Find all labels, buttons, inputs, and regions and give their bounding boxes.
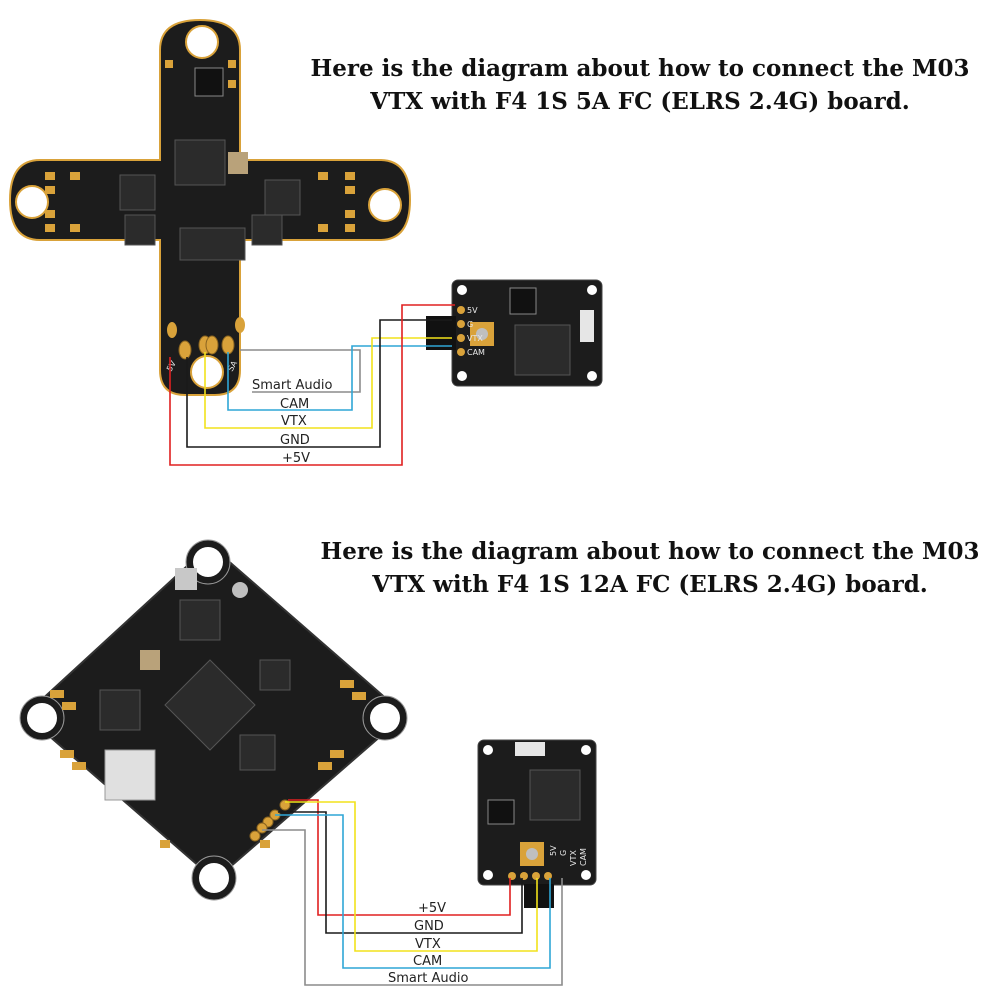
bottom-label-cam: CAM bbox=[413, 954, 442, 969]
vtx-bottom-pad-label-vtx: VTX bbox=[569, 850, 578, 866]
bottom-label-vtx: VTX bbox=[415, 937, 441, 952]
heading-top-line1: Here is the diagram about how to connect… bbox=[310, 55, 970, 82]
bottom-diagram: 5V G VTX CAM +5V GND VTX CAM Smart Audio bbox=[19, 539, 597, 986]
heading-bottom: Here is the diagram about how to connect… bbox=[300, 535, 1000, 601]
heading-top-line2: VTX with F4 1S 5A FC (ELRS 2.4G) board. bbox=[370, 88, 910, 115]
vtx-pad-label-g: G bbox=[467, 320, 473, 329]
bottom-wire-cam bbox=[275, 814, 551, 969]
top-label-vtx: VTX bbox=[281, 414, 307, 429]
heading-bottom-line2: VTX with F4 1S 12A FC (ELRS 2.4G) board. bbox=[372, 571, 928, 598]
bottom-wire-smart-audio bbox=[262, 829, 563, 986]
vtx-bottom-pad-label-g: G bbox=[559, 850, 568, 856]
top-label-cam: CAM bbox=[280, 397, 309, 412]
bottom-label-gnd: GND bbox=[414, 919, 444, 934]
top-diagram: 5V SA 5V G VTX CAM bbox=[8, 18, 603, 466]
top-wire-cam bbox=[227, 345, 452, 411]
vtx-bottom-pad-label-cam: CAM bbox=[579, 848, 588, 866]
bottom-wire-5v bbox=[288, 799, 511, 916]
vtx-pad-label-5v: 5V bbox=[467, 306, 478, 315]
top-label-5v: +5V bbox=[282, 451, 310, 466]
vtx-bottom-pad-label-5v: 5V bbox=[549, 845, 558, 856]
top-wire-vtx bbox=[204, 337, 452, 429]
top-wires bbox=[169, 304, 455, 466]
bottom-label-smart-audio: Smart Audio bbox=[388, 971, 468, 986]
fc-board-12a bbox=[19, 539, 408, 901]
vtx-pad-label-vtx: VTX bbox=[467, 334, 483, 343]
bottom-wires bbox=[262, 799, 563, 986]
vtx-pad-label-cam: CAM bbox=[467, 348, 485, 357]
fc-board-5a: 5V SA bbox=[8, 18, 412, 396]
top-wire-smart-audio bbox=[240, 349, 361, 393]
top-label-smart-audio: Smart Audio bbox=[252, 378, 332, 393]
vtx-board-top: 5V G VTX CAM bbox=[426, 279, 603, 387]
heading-top: Here is the diagram about how to connect… bbox=[300, 52, 980, 118]
bottom-wire-gnd bbox=[278, 811, 523, 934]
vtx-board-bottom: 5V G VTX CAM bbox=[477, 739, 597, 908]
top-label-gnd: GND bbox=[280, 433, 310, 448]
top-wire-5v bbox=[169, 304, 455, 466]
bottom-label-5v: +5V bbox=[418, 901, 446, 916]
heading-bottom-line1: Here is the diagram about how to connect… bbox=[320, 538, 980, 565]
top-wire-gnd bbox=[186, 319, 452, 448]
bottom-wire-vtx bbox=[285, 801, 538, 952]
